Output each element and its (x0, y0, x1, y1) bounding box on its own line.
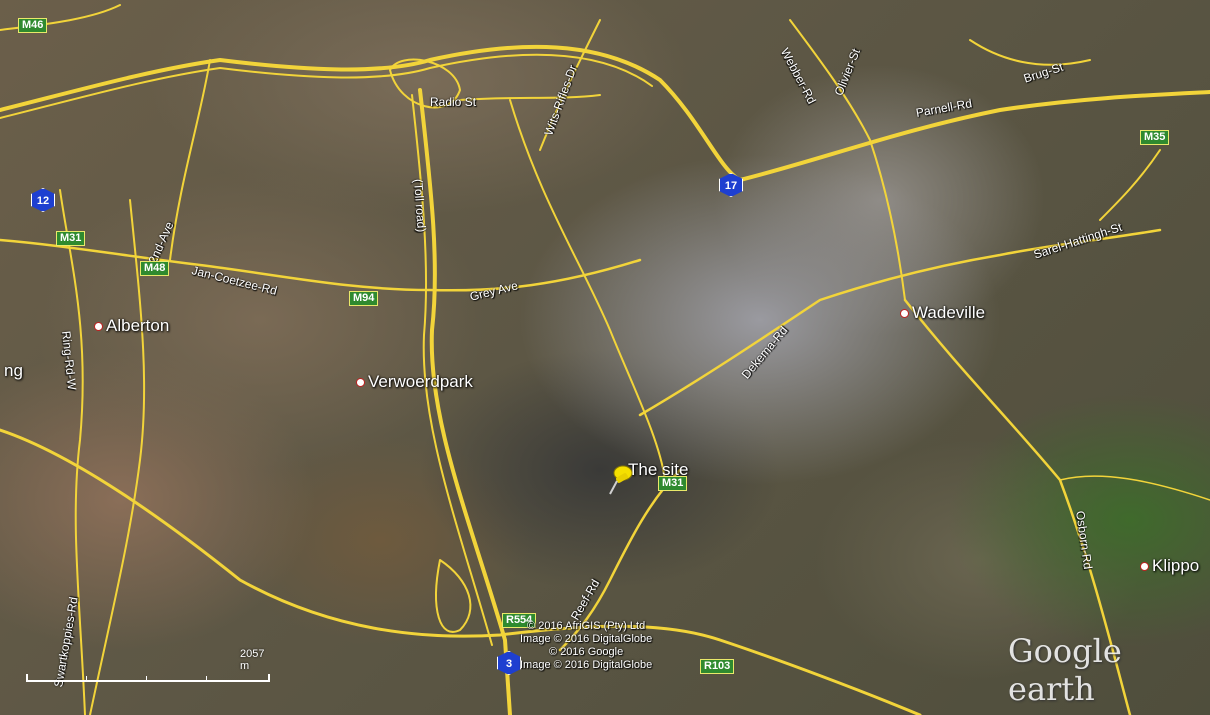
scale-label: 2057 m (240, 648, 265, 672)
scale-bar: 2057 m (26, 648, 270, 682)
route-shield-n3: 3 (497, 651, 521, 675)
route-shield-n12: 12 (31, 188, 55, 212)
place-marker-icon (94, 322, 103, 332)
place-the-site[interactable]: The site (628, 460, 689, 479)
pushpin-icon[interactable] (606, 463, 636, 497)
scale-tick (206, 676, 207, 682)
google-earth-logo: Google earth (1008, 632, 1122, 708)
attribution-line: © 2016 AfriGIS (Pty) Ltd (527, 620, 646, 632)
route-shield-r103: R103 (700, 659, 735, 674)
route-shield-m-site: M31 (658, 476, 688, 491)
place-ng-fragment: ng (4, 361, 23, 380)
route-shield-m31: M31 (56, 231, 86, 246)
route-shield-m46: M46 (18, 18, 48, 33)
place-klippo: Klippo (1140, 556, 1199, 576)
scale-tick (146, 676, 147, 682)
place-verwoerdpark: Verwoerdpark (356, 372, 473, 392)
attribution-line: © 2016 Google (549, 646, 624, 658)
attribution: © 2016 AfriGIS (Pty) Ltd Image © 2016 Di… (520, 620, 652, 672)
route-shield-r554: R554 (502, 613, 537, 628)
street-radio-st: Radio St (430, 95, 477, 109)
attribution-line: Image © 2016 DigitalGlobe (520, 633, 653, 645)
route-shield-m48: M48 (140, 261, 170, 276)
place-alberton: Alberton (94, 316, 169, 336)
route-shield-m35: M35 (1140, 130, 1170, 145)
attribution-line: Image © 2016 DigitalGlobe (520, 659, 653, 671)
place-marker-icon (900, 309, 909, 319)
place-marker-icon (1140, 562, 1149, 572)
scale-tick (86, 676, 87, 682)
place-wadeville: Wadeville (900, 303, 985, 323)
scale-bar-line (26, 674, 270, 682)
route-shield-n17: 17 (719, 173, 743, 197)
route-shield-m94: M94 (349, 291, 379, 306)
place-marker-icon (356, 378, 365, 388)
